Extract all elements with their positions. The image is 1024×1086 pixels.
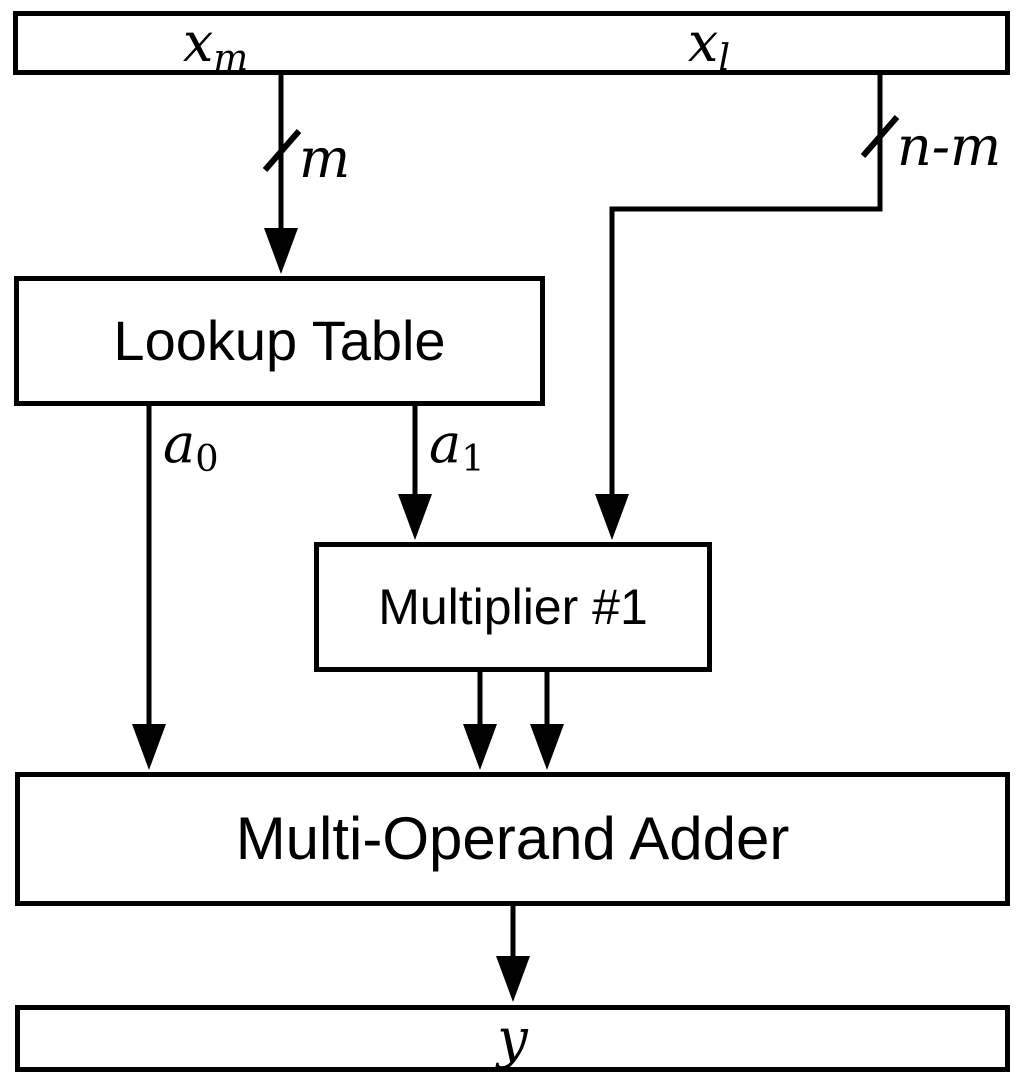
- output-register: y: [15, 1005, 1010, 1072]
- input-field-xl: xl: [413, 11, 1005, 80]
- multiplier-label: Multiplier #1: [378, 579, 648, 635]
- label-a1: a1: [429, 412, 485, 481]
- arrowhead-a1: [398, 494, 432, 540]
- arrowhead-n-minus-m: [595, 494, 629, 540]
- wire-n-minus-m: [609, 75, 883, 506]
- bus-width-tick-n-minus-m: [860, 115, 900, 158]
- arrowhead-adder-out: [496, 956, 530, 1002]
- lookup-table-block: Lookup Table: [14, 276, 545, 406]
- bus-width-tick-m: [262, 129, 302, 172]
- label-xl: xl: [687, 11, 731, 80]
- arrowhead-mult-out-2: [530, 724, 564, 770]
- arrowhead-mult-out-1: [463, 724, 497, 770]
- label-a0: a0: [163, 412, 219, 481]
- adder-block: Multi-Operand Adder: [15, 772, 1010, 906]
- label-y: y: [497, 1006, 528, 1070]
- label-m: m: [299, 127, 351, 190]
- adder-label: Multi-Operand Adder: [235, 805, 790, 872]
- arrowhead-m: [264, 228, 298, 274]
- arrowhead-a0: [132, 724, 166, 770]
- label-n-minus-m: n-m: [897, 115, 1002, 178]
- input-field-xm: xm: [18, 11, 413, 80]
- label-xm: xm: [182, 11, 249, 80]
- input-register: xm xl: [13, 11, 1010, 80]
- lookup-table-label: Lookup Table: [113, 309, 446, 372]
- multiplier-block: Multiplier #1: [314, 542, 712, 672]
